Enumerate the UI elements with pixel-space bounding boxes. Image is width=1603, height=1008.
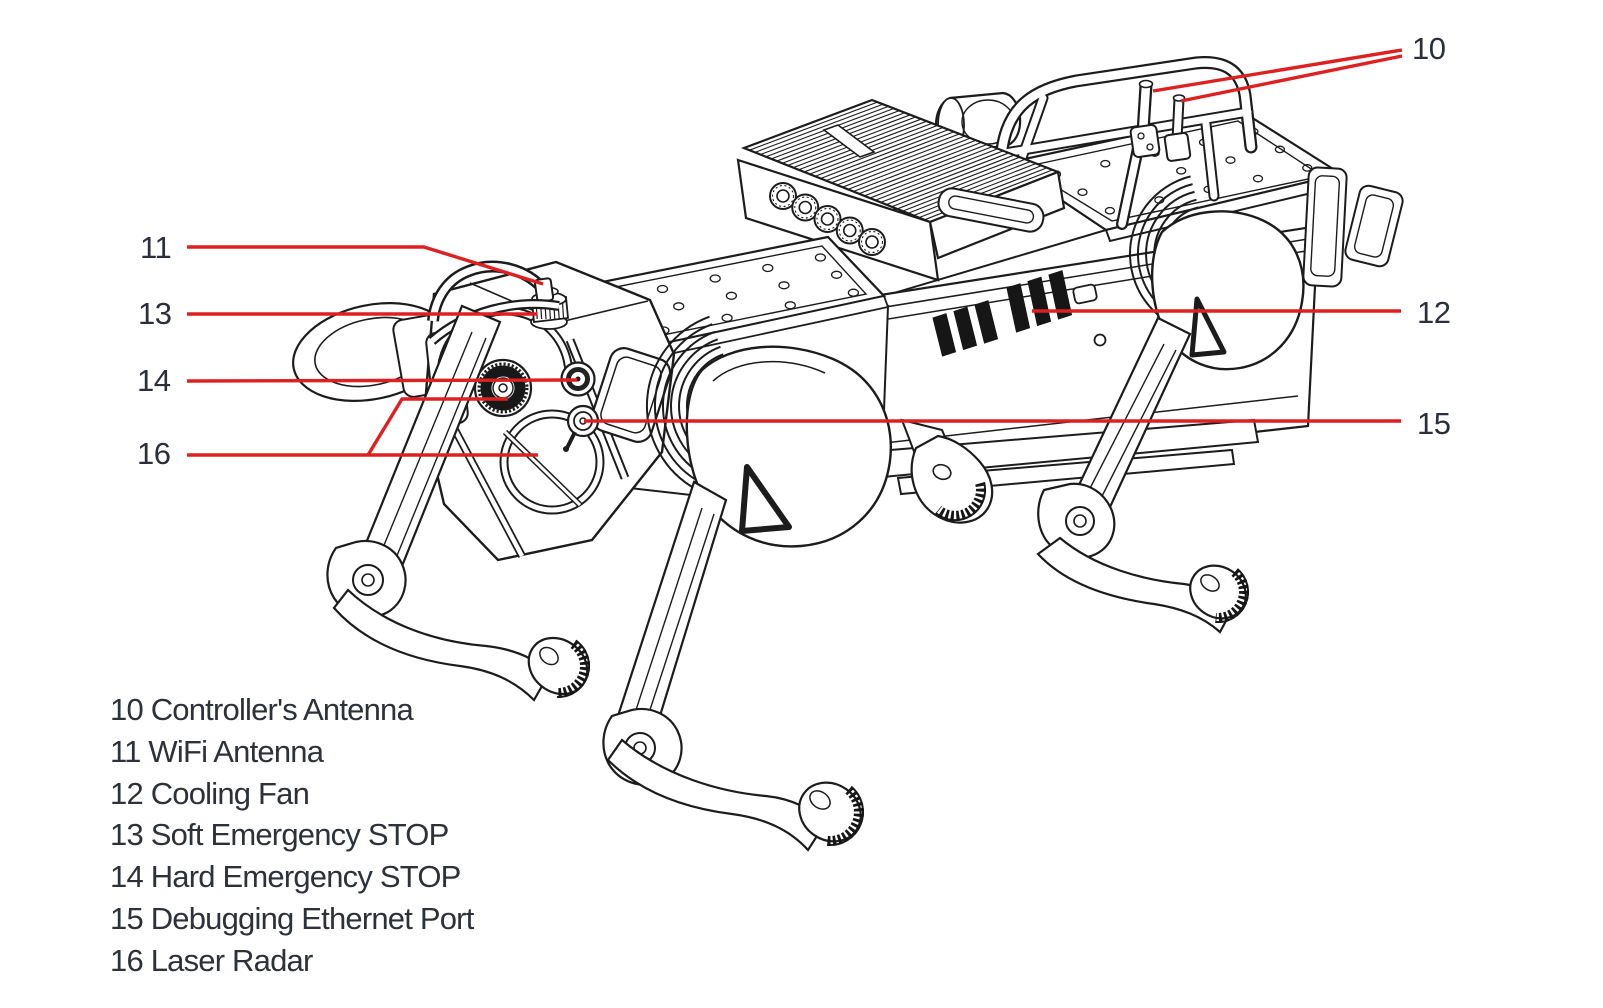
rear-right-leg [1036,175,1305,634]
callout-label-14: 14 [137,363,171,398]
rear-left-leg [326,304,591,702]
top-bar [822,124,876,158]
parts-legend: 10 Controller's Antenna 11 WiFi Antenna … [110,689,474,982]
callout-label-11: 11 [140,230,172,265]
laser-radar-guard-ring [499,409,605,515]
front-right-leg [900,418,994,524]
antenna-tip-1 [1138,79,1154,89]
leader-line-10b [1180,54,1403,103]
controller-antennas [1129,79,1192,162]
callout-label-13: 13 [138,296,172,331]
legend-item-13: 13 Soft Emergency STOP [110,817,449,853]
leader-lines [186,48,1403,457]
callout-label-10: 10 [1412,31,1446,66]
legend-item-10: 10 Controller's Antenna [110,692,414,727]
legend-item-16: 16 Laser Radar [110,942,313,978]
laser-radar [473,358,533,418]
legend-item-12: 12 Cooling Fan [110,775,310,811]
front-left-leg [602,315,893,852]
callout-label-16: 16 [137,436,171,471]
leader-line-14 [186,378,578,383]
rear-deck-plate [1003,110,1404,288]
callout-label-12: 12 [1417,295,1451,330]
legend-item-15: 15 Debugging Ethernet Port [110,900,474,936]
legend-item-11: 11 WiFi Antenna [110,733,324,769]
leader-line-16-branch [366,397,508,456]
head-guard-tube [428,299,560,345]
legend-item-14: 14 Hard Emergency STOP [110,859,461,895]
heatsink-module [736,98,1066,282]
leader-line-10a [1152,48,1403,93]
callout-label-15: 15 [1417,406,1451,441]
connector-ports [769,182,886,256]
leader-line-11 [187,245,544,286]
cooling-fan-vents [932,270,1073,357]
